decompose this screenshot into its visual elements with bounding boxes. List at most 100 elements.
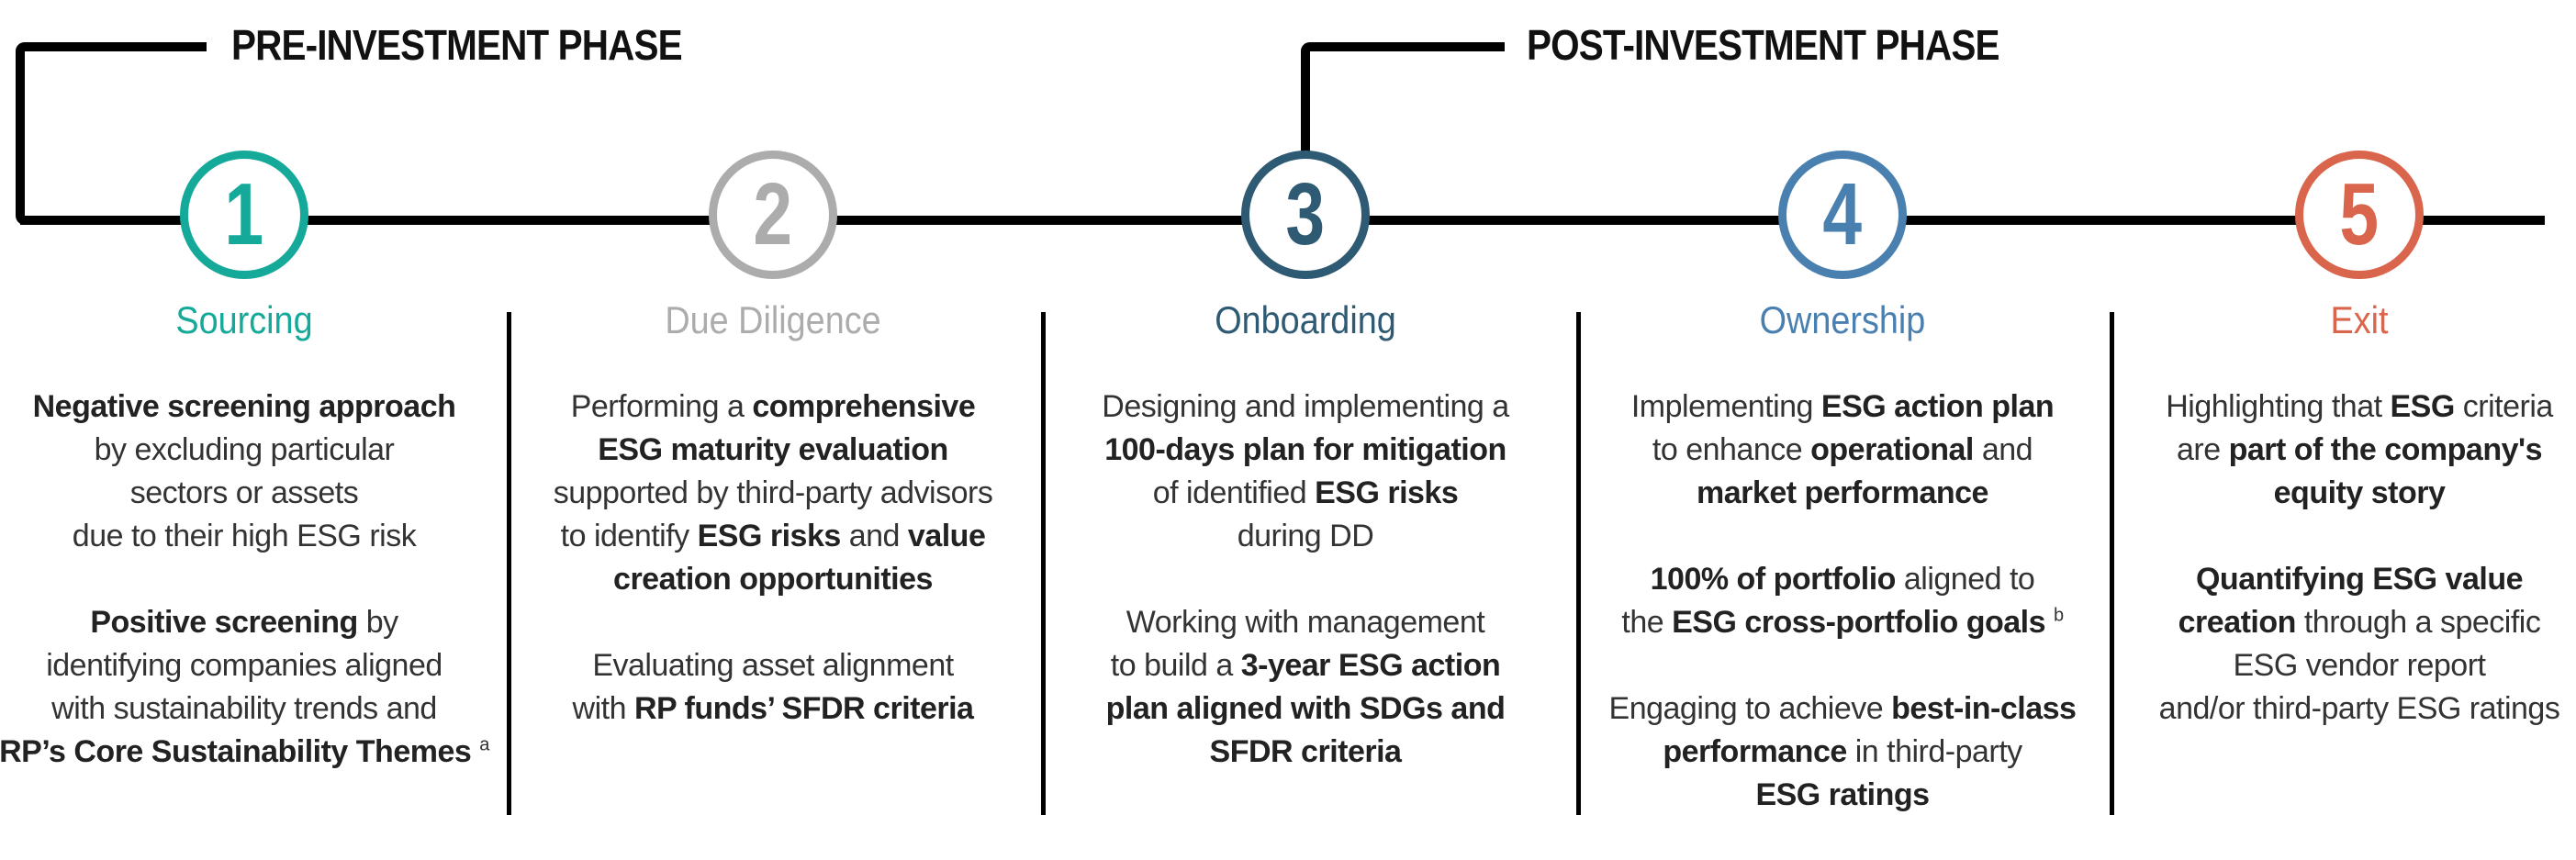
- description-line: plan aligned with SDGs and: [1039, 687, 1572, 731]
- column-divider: [2110, 312, 2114, 815]
- description-line: Negative screening approach: [0, 385, 510, 429]
- step-number: 4: [1822, 165, 1863, 263]
- step-5-description: Highlighting that ESG criteria are part o…: [2093, 385, 2576, 774]
- emphasis-text: RP funds’ SFDR criteria: [633, 691, 974, 726]
- emphasis-text: 3-year ESG action: [1240, 648, 1501, 683]
- emphasis-text: 100% of portfolio: [1650, 562, 1897, 597]
- description-line: ESG vendor report: [2093, 644, 2576, 687]
- description-line: by excluding particular: [0, 429, 510, 472]
- description-line: Positive screening by: [0, 601, 510, 644]
- description-line: ESG ratings: [1576, 774, 2109, 817]
- description-line: with RP funds’ SFDR criteria: [507, 687, 1039, 731]
- description-line: 100% of portfolio aligned to: [1576, 558, 2109, 601]
- description-line: Implementing ESG action plan: [1576, 385, 2109, 429]
- description-text: through a specific: [2295, 605, 2541, 640]
- emphasis-text: creation opportunities: [613, 562, 933, 597]
- emphasis-text: equity story: [2273, 475, 2446, 510]
- description-line: creation opportunities: [507, 558, 1039, 601]
- emphasis-text: creation: [2178, 605, 2297, 640]
- emphasis-text: ESG cross-portfolio goals: [1672, 605, 2046, 640]
- description-text: and: [840, 519, 908, 553]
- emphasis-text: part of the company's: [2228, 432, 2543, 467]
- step-1-description: Negative screening approach by excluding …: [0, 385, 510, 817]
- description-line: to identify ESG risks and value: [507, 515, 1039, 558]
- emphasis-text: Negative screening approach: [32, 389, 456, 424]
- description-line: are part of the company's: [2093, 429, 2576, 472]
- emphasis-text: performance: [1663, 734, 1847, 769]
- description-line: RP’s Core Sustainability Themes a: [0, 731, 510, 774]
- emphasis-text: ESG risks: [697, 519, 842, 553]
- emphasis-text: value: [907, 519, 986, 553]
- step-1-circle: 1: [180, 151, 308, 279]
- description-text: during DD: [1237, 519, 1374, 553]
- description-text: due to their high ESG risk: [72, 519, 417, 553]
- description-paragraph: Evaluating asset alignment with RP funds’…: [507, 644, 1039, 731]
- post-phase-bracket-top: [1301, 42, 1505, 51]
- description-text: ESG vendor report: [2233, 648, 2486, 683]
- post-investment-phase-label: POST-INVESTMENT PHASE: [1527, 21, 1999, 69]
- step-3-circle: 3: [1241, 151, 1370, 279]
- description-text: to identify: [560, 519, 698, 553]
- column-divider: [1576, 312, 1581, 815]
- emphasis-text: best-in-class: [1891, 691, 2077, 726]
- step-number: 2: [753, 165, 793, 263]
- step-title-onboarding: Onboarding: [1215, 298, 1396, 341]
- post-phase-bracket-vertical: [1301, 42, 1310, 162]
- description-text: Engaging to achieve: [1608, 691, 1892, 726]
- description-line: Designing and implementing a: [1039, 385, 1572, 429]
- description-line: Evaluating asset alignment: [507, 644, 1039, 687]
- step-title-exit: Exit: [2330, 298, 2389, 341]
- description-text: and: [1973, 432, 2033, 467]
- description-line: creation through a specific: [2093, 601, 2576, 644]
- description-text: to enhance: [1652, 432, 1811, 467]
- emphasis-text: ESG action plan: [1820, 389, 2055, 424]
- description-text: in third-party: [1846, 734, 2022, 769]
- emphasis-text: operational: [1810, 432, 1974, 467]
- description-line: during DD: [1039, 515, 1572, 558]
- description-text: with sustainability trends and: [51, 691, 437, 726]
- description-text: Working with management: [1126, 605, 1485, 640]
- column-divider: [1041, 312, 1046, 815]
- description-text: Designing and implementing a: [1102, 389, 1509, 424]
- description-line: 100-days plan for mitigation: [1039, 429, 1572, 472]
- description-line: Working with management: [1039, 601, 1572, 644]
- step-title-due-diligence: Due Diligence: [665, 298, 881, 341]
- description-text: Highlighting that: [2166, 389, 2391, 424]
- description-text: by: [357, 605, 398, 640]
- description-line: the ESG cross-portfolio goals b: [1576, 601, 2109, 644]
- emphasis-text: ESG: [2390, 389, 2456, 424]
- pre-phase-bracket-vertical: [16, 42, 25, 225]
- description-text: Performing a: [570, 389, 753, 424]
- emphasis-text: Positive screening: [90, 605, 358, 640]
- description-line: with sustainability trends and: [0, 687, 510, 731]
- step-2-circle: 2: [709, 151, 837, 279]
- description-text: of identified: [1152, 475, 1316, 510]
- description-text: with: [572, 691, 634, 726]
- description-paragraph: Designing and implementing a 100-days pla…: [1039, 385, 1572, 558]
- description-line: to enhance operational and: [1576, 429, 2109, 472]
- step-5-circle: 5: [2295, 151, 2424, 279]
- description-text: by excluding particular: [94, 432, 395, 467]
- description-text: Implementing: [1630, 389, 1821, 424]
- description-text: criteria: [2454, 389, 2554, 424]
- step-number: 3: [1285, 165, 1326, 263]
- emphasis-text: comprehensive: [752, 389, 976, 424]
- step-number: 1: [224, 165, 264, 263]
- emphasis-text: ESG maturity evaluation: [598, 432, 948, 467]
- emphasis-text: RP’s Core Sustainability Themes: [0, 734, 472, 769]
- footnote-marker: a: [479, 734, 489, 755]
- description-line: Performing a comprehensive: [507, 385, 1039, 429]
- emphasis-text: SFDR criteria: [1209, 734, 1402, 769]
- step-title-sourcing: Sourcing: [175, 298, 313, 341]
- column-divider: [507, 312, 511, 815]
- description-line: Quantifying ESG value: [2093, 558, 2576, 601]
- step-title-ownership: Ownership: [1759, 298, 1926, 341]
- description-line: Engaging to achieve best-in-class: [1576, 687, 2109, 731]
- description-line: market performance: [1576, 472, 2109, 515]
- description-line: performance in third-party: [1576, 731, 2109, 774]
- description-text: Evaluating asset alignment: [592, 648, 954, 683]
